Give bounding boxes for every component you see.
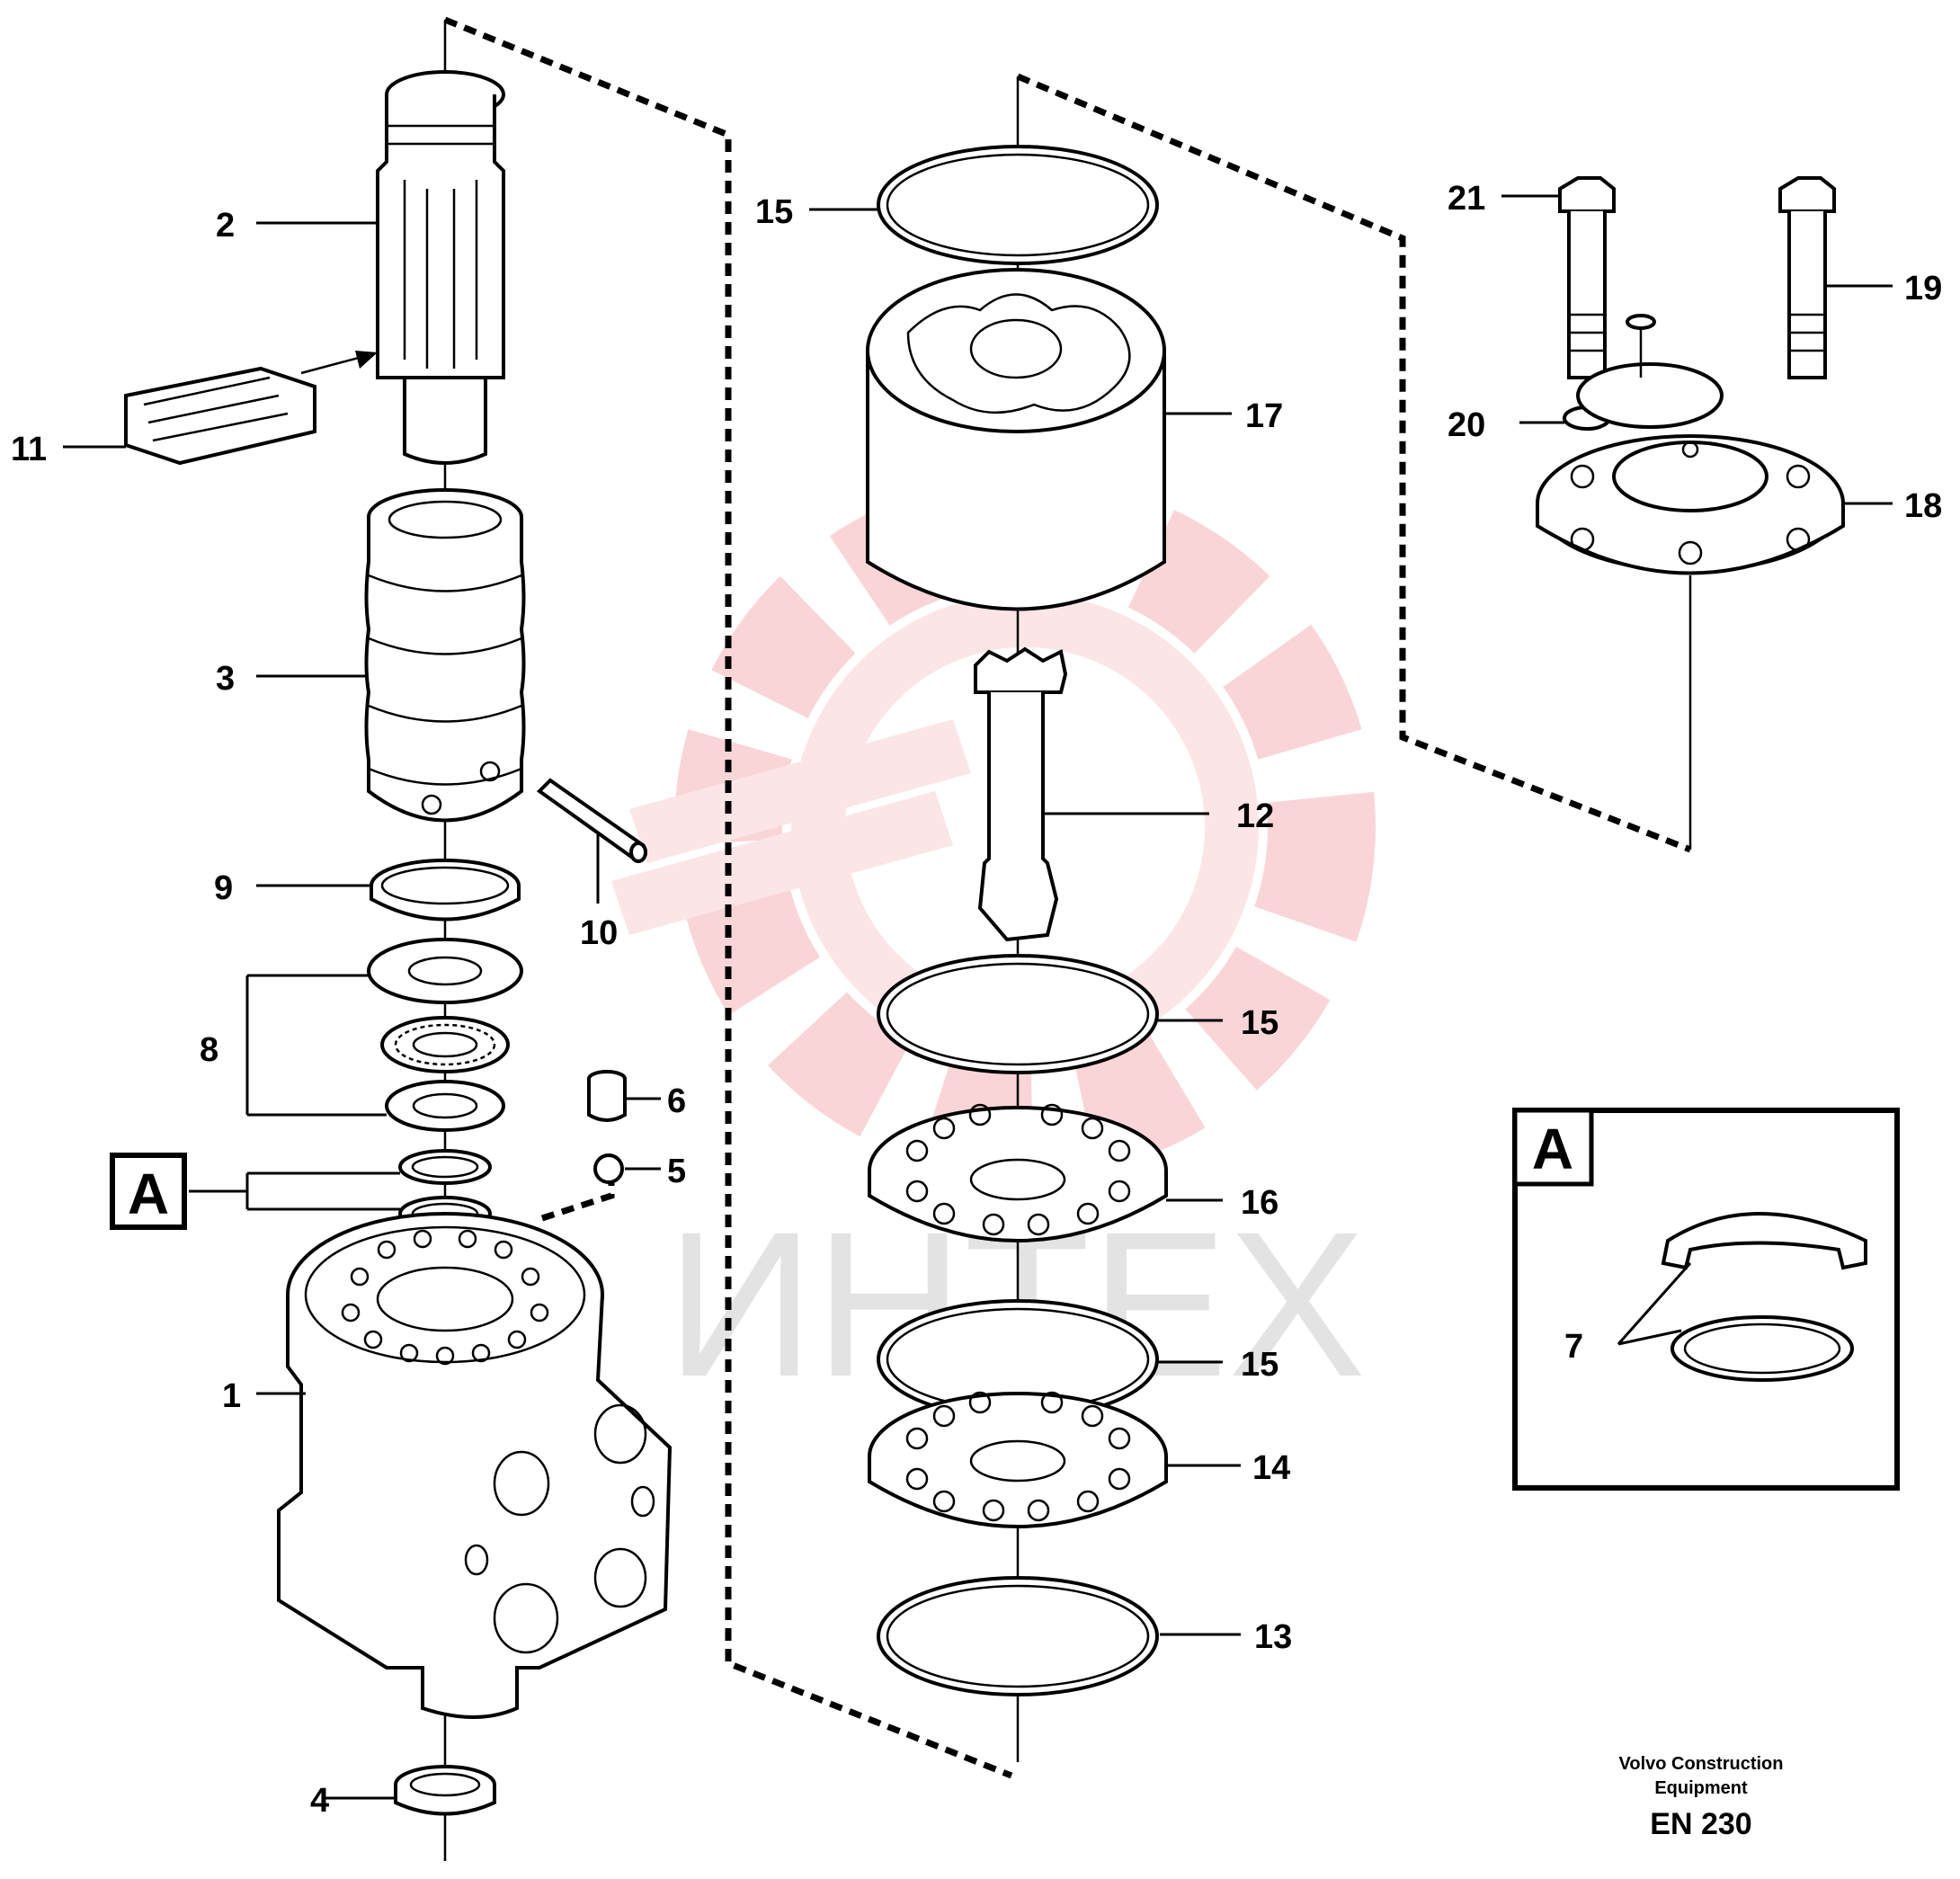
leader-lines <box>63 194 1893 1800</box>
part-1-housing <box>277 1212 673 1719</box>
part-14-plate <box>868 1391 1168 1528</box>
detail-box-a <box>1512 1108 1900 1491</box>
part-13-o-ring <box>877 1576 1159 1696</box>
label-11: 11 <box>11 431 47 468</box>
part-17-gear-set <box>866 268 1166 611</box>
part-8-bearing-stack <box>367 938 523 1132</box>
label-3: 3 <box>216 660 235 698</box>
label-18: 18 <box>1904 487 1942 525</box>
part-15-o-rings <box>877 145 1159 1420</box>
label-15c: 15 <box>1241 1346 1278 1384</box>
label-6: 6 <box>667 1082 686 1120</box>
label-9: 9 <box>214 869 233 907</box>
label-14: 14 <box>1252 1449 1290 1487</box>
footer-company-line2: Equipment <box>1654 1778 1748 1798</box>
part-10-pin <box>536 778 647 863</box>
label-17: 17 <box>1245 397 1283 435</box>
footer-company-line1: Volvo Construction <box>1619 1754 1784 1774</box>
label-8: 8 <box>200 1031 218 1069</box>
label-16: 16 <box>1241 1184 1278 1222</box>
part-2-spool <box>376 70 505 465</box>
part-11-springs <box>124 351 378 466</box>
label-5: 5 <box>667 1153 686 1190</box>
label-10: 10 <box>580 914 618 952</box>
screw-and-plate <box>1576 314 1724 429</box>
part-19-bolt <box>1778 176 1836 379</box>
label-21: 21 <box>1448 180 1485 218</box>
footer: Volvo Construction Equipment EN 230 <box>1619 1754 1784 1841</box>
label-12: 12 <box>1236 797 1274 835</box>
part-9-ring <box>370 859 521 922</box>
part-4-seal <box>394 1765 496 1816</box>
label-15a: 15 <box>755 193 793 231</box>
detail-ref-letter: A <box>128 1162 169 1226</box>
footer-code: EN 230 <box>1650 1807 1751 1841</box>
label-19: 19 <box>1904 270 1942 307</box>
label-4: 4 <box>310 1782 329 1820</box>
label-1: 1 <box>222 1377 241 1415</box>
detail-box-letter: A <box>1532 1117 1573 1181</box>
part-3-sleeve <box>364 488 526 823</box>
label-13: 13 <box>1254 1618 1292 1656</box>
label-15b: 15 <box>1241 1004 1278 1042</box>
part-21-bolt <box>1558 176 1616 379</box>
part-5-ball <box>593 1153 624 1184</box>
label-20: 20 <box>1448 406 1485 444</box>
part-6-plug <box>587 1070 627 1122</box>
part-18-cover <box>1536 434 1845 575</box>
part-16-plate <box>868 1103 1168 1242</box>
part-12-cardan-shaft <box>974 646 1068 942</box>
label-2: 2 <box>216 207 235 245</box>
label-7: 7 <box>1564 1328 1583 1366</box>
detail-ref-box-a <box>110 1153 187 1230</box>
part-labels: 1 2 3 4 5 6 7 8 9 10 11 12 13 14 15 15 1… <box>11 180 1942 1820</box>
